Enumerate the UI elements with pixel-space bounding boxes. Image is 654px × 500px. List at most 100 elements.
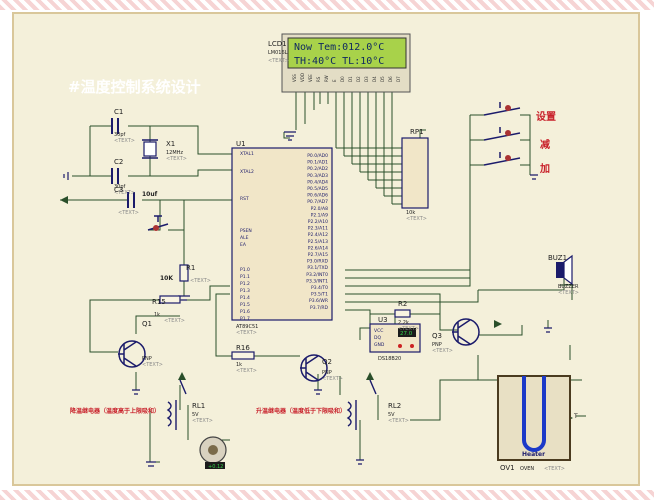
lcd-screen xyxy=(287,37,407,69)
fan-display xyxy=(205,462,225,469)
r2-value: 2.2k xyxy=(398,320,409,326)
c2-value: 30pf xyxy=(114,184,126,190)
mcu-right-pin-10: P2.2/A10 xyxy=(308,219,328,225)
rp1-value: 10k xyxy=(406,210,415,216)
lcd-ref: LCD1 xyxy=(268,40,287,48)
page-title: #温度控制系统设计 xyxy=(68,78,201,96)
buzzer-ref: BUZ1 xyxy=(548,254,567,262)
mcu-left-pin-5: EA xyxy=(240,242,247,248)
q2-value: PNP xyxy=(322,370,332,376)
relay-label-cool: 降温继电器（温度高于上限吸和） xyxy=(70,407,160,415)
border-decoration-bottom xyxy=(0,490,654,500)
q1-ref: Q1 xyxy=(142,320,152,328)
x1-placeholder: <TEXT> xyxy=(166,156,187,162)
mcu-left-pin-0: XTAL1 xyxy=(240,151,254,157)
border-decoration-top xyxy=(0,0,654,10)
lcd-line-2: TH:40°C TL:10°C xyxy=(294,56,384,67)
c3-ref: C3 xyxy=(114,186,123,194)
transistors xyxy=(118,318,480,382)
mcu-right-pin-18: P3.2/INT0 xyxy=(306,272,328,278)
q3-value: PNP xyxy=(432,342,442,348)
oven-placeholder: <TEXT> xyxy=(544,466,565,472)
relays xyxy=(166,379,377,430)
mcu-left-pin-6: P1.0 xyxy=(240,267,250,273)
r16-placeholder: <TEXT> xyxy=(236,368,257,374)
mcu-right-pin-12: P2.4/A12 xyxy=(308,232,328,238)
r1-placeholder: <TEXT> xyxy=(190,278,211,284)
sensor-display xyxy=(398,328,416,337)
c1-value: 30pf xyxy=(114,132,126,138)
u3-pin-0: VCC xyxy=(374,328,383,334)
r15-value: 1k xyxy=(154,312,160,318)
key-buttons xyxy=(483,102,521,166)
mcu-right-pin-23: P3.7/RD xyxy=(310,305,329,311)
mcu-left-pin-1: XTAL2 xyxy=(240,169,254,175)
mcu-left-pin-4: ALE xyxy=(240,235,249,241)
crystal-x1 xyxy=(142,139,158,159)
mcu-left-pin-2: RST xyxy=(240,196,249,202)
mcu-right-pin-3: P0.3/AD3 xyxy=(307,173,328,179)
mcu-right-pin-6: P0.6/AD6 xyxy=(307,193,328,199)
button-label-dec: 减 xyxy=(540,138,550,151)
r16-value: 1k xyxy=(236,362,242,368)
x1-value: 12MHz xyxy=(166,150,183,156)
lcd-line-1: Now Tem:012.0°C xyxy=(294,42,384,53)
rp1-ref: RP1 xyxy=(410,128,424,136)
heater-element xyxy=(522,376,546,452)
mcu-left-pin-12: P1.6 xyxy=(240,309,250,315)
lcd-pin-3: RS xyxy=(316,76,321,82)
mcu-right-pin-4: P0.4/AD4 xyxy=(307,179,328,185)
lcd-pin-13: D7 xyxy=(396,76,401,82)
mcu-right-pin-11: P2.3/A11 xyxy=(308,226,328,232)
u3-model: DS18B20 xyxy=(378,356,401,362)
rp1-placeholder: <TEXT> xyxy=(406,216,427,222)
q1-value: PNP xyxy=(142,356,152,362)
oven-element: Heater xyxy=(522,451,545,458)
lcd-pin-8: D2 xyxy=(356,76,361,82)
r15-placeholder: <TEXT> xyxy=(164,318,185,324)
resistors xyxy=(159,264,411,360)
fan-reading: +0.12 xyxy=(208,464,223,470)
lcd-pin-0: VSS xyxy=(292,74,297,82)
r1-ref: R1 xyxy=(186,264,195,272)
q3-ref: Q3 xyxy=(432,332,442,340)
rl2-placeholder: <TEXT> xyxy=(388,418,409,424)
mcu-right-pin-15: P2.7/A15 xyxy=(308,252,328,258)
mcu-right-pin-13: P2.5/A13 xyxy=(308,239,328,245)
c2-ref: C2 xyxy=(114,158,123,166)
c3-value: 10uf xyxy=(142,191,158,198)
rl1-placeholder: <TEXT> xyxy=(192,418,213,424)
rl2-value: 5V xyxy=(388,412,395,418)
rl1-value: 5V xyxy=(192,412,199,418)
mcu-right-pin-5: P0.5/AD5 xyxy=(307,186,328,192)
oven-ref: OV1 xyxy=(500,464,515,472)
mcu-ref: U1 xyxy=(236,140,246,148)
c2-placeholder: <TEXT> xyxy=(114,190,135,196)
rl1-ref: RL1 xyxy=(192,402,205,410)
mcu-right-pin-21: P3.5/T1 xyxy=(311,292,328,298)
u3-pin-1: DQ xyxy=(374,335,381,341)
r2-placeholder: <TEXT> xyxy=(398,326,419,332)
mcu-right-pin-19: P3.3/INT1 xyxy=(306,278,328,284)
mcu-left-pin-13: P1.7 xyxy=(240,316,250,322)
mcu-u1 xyxy=(231,147,333,321)
resistor-pack-rp1 xyxy=(401,137,429,209)
button-label-inc: 加 xyxy=(539,162,550,175)
mcu-placeholder: <TEXT> xyxy=(236,330,257,336)
mcu-left-pin-10: P1.4 xyxy=(240,295,250,301)
mcu-left-pin-9: P1.3 xyxy=(240,288,250,294)
r2-ref: R2 xyxy=(398,300,407,308)
lcd-pin-2: VEE xyxy=(308,74,313,82)
sensor-button-dec xyxy=(398,344,402,348)
lcd-pin-12: D6 xyxy=(388,76,393,82)
r1-value: 10K xyxy=(160,275,173,282)
mcu-right-pin-7: P0.7/AD7 xyxy=(307,199,328,205)
mcu-right-pin-14: P2.6/A14 xyxy=(308,245,328,251)
mcu-right-pin-22: P3.6/WR xyxy=(309,298,328,304)
buzzer-placeholder: <TEXT> xyxy=(558,290,579,296)
mcu-right-pin-16: P3.0/RXD xyxy=(307,259,329,265)
mcu-model: AT89C51 xyxy=(236,324,258,330)
oven-model: OVEN xyxy=(520,466,534,472)
